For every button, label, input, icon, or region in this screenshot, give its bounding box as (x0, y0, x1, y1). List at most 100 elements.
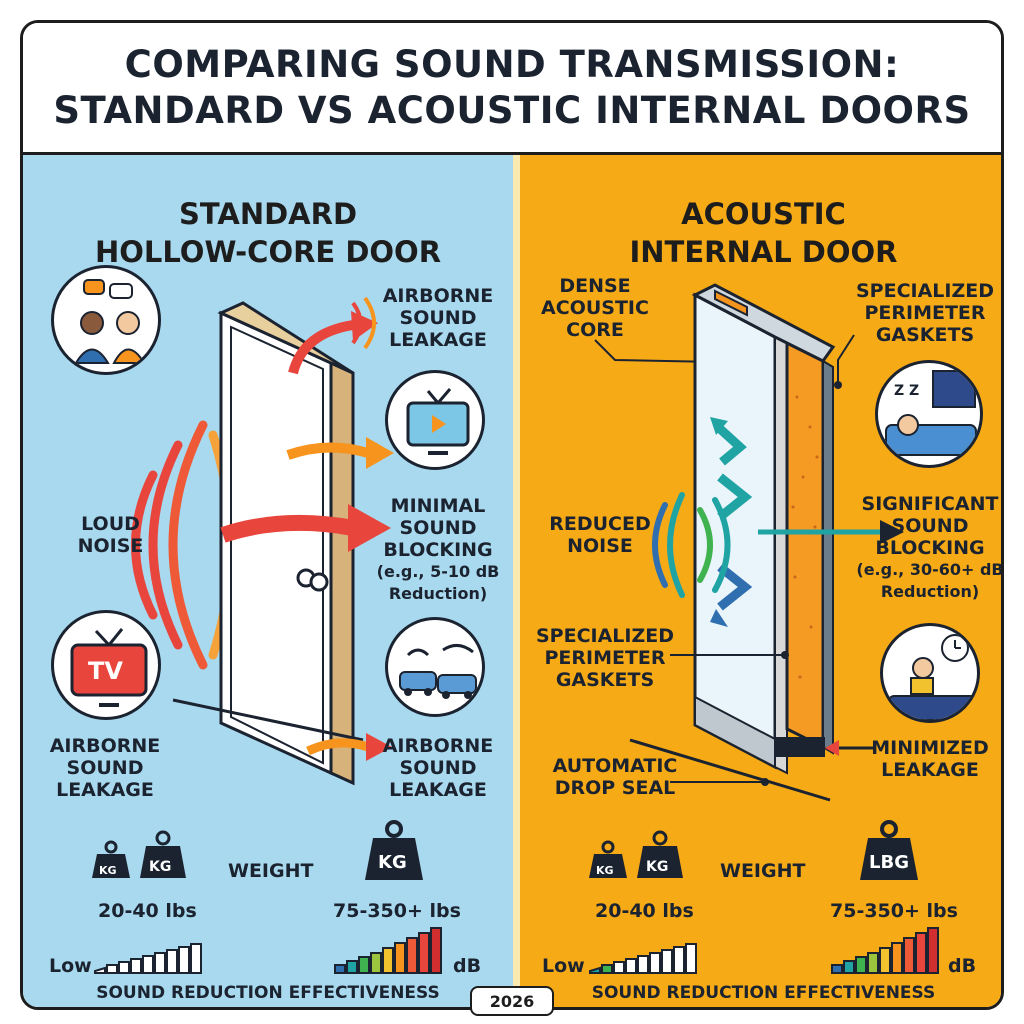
title-line-1: COMPARING SOUND TRANSMISSION: (124, 42, 900, 86)
leak-top-label: AIRBORNE SOUND LEAKAGE (378, 285, 498, 351)
conversation-icon (51, 265, 161, 375)
significant-blocking-line-3: BLOCKING (875, 537, 985, 559)
effectiveness-caption: SOUND REDUCTION EFFECTIVENESS (591, 983, 936, 1003)
weight-mid-text: KG (149, 859, 172, 875)
tv-icon (385, 370, 485, 470)
infographic-frame: COMPARING SOUND TRANSMISSION: STANDARD V… (20, 20, 1004, 1010)
weight-big-text: LBG (869, 852, 909, 873)
tv-noise-icon: TV (51, 610, 161, 720)
low-effectiveness-meter (94, 943, 202, 974)
floor-line (172, 698, 364, 742)
scale-low-label: Low (49, 955, 92, 977)
leak-bottom-line-3: LEAKAGE (389, 779, 487, 801)
weight-mid-icon (140, 830, 186, 878)
standard-heading-line-2: HOLLOW-CORE DOOR (94, 235, 442, 269)
weight-big-icon (860, 820, 918, 880)
title-line-2: STANDARD VS ACOUSTIC INTERNAL DOORS (53, 88, 971, 132)
significant-blocking-line-4: (e.g., 30-60+ dB (856, 560, 1004, 579)
high-effectiveness-meter (831, 927, 939, 974)
weight-label: WEIGHT (720, 860, 806, 882)
minimal-blocking-line-5: Reduction) (388, 584, 488, 603)
minimal-blocking-line-3: BLOCKING (383, 539, 493, 561)
gaskets-top-line-1: SPECIALIZED (855, 280, 994, 302)
internal-deflection-arrows (710, 417, 753, 627)
drop-seal-label: AUTOMATIC DROP SEAL (545, 755, 685, 799)
weight-high-value: 75-350+ lbs (830, 900, 958, 922)
core-line-1: DENSE (559, 275, 631, 297)
gaskets-left-line-2: PERIMETER (544, 647, 666, 669)
sleeping-person-icon: Z Z (875, 360, 983, 468)
weight-small-icon (589, 840, 627, 878)
acoustic-door-panel: ACOUSTIC INTERNAL DOOR DENSE ACOUSTIC CO… (520, 155, 1004, 1007)
minimal-blocking-line-2: SOUND (399, 517, 477, 539)
weight-small-icon (92, 840, 130, 878)
acoustic-heading-line-1: ACOUSTIC (681, 197, 846, 231)
significant-blocking-label: SIGNIFICANT SOUND BLOCKING (e.g., 30-60+… (855, 493, 1004, 603)
gaskets-top-label: SPECIALIZED PERIMETER GASKETS (850, 280, 1000, 346)
drop-seal-line-2: DROP SEAL (554, 777, 676, 799)
leak-bottom-label: AIRBORNE SOUND LEAKAGE (378, 735, 498, 801)
standard-heading: STANDARD HOLLOW-CORE DOOR (23, 195, 513, 271)
loud-noise-label: LOUD NOISE (63, 513, 158, 557)
leak-top-waves (351, 296, 376, 350)
acoustic-door (691, 283, 836, 775)
loud-noise-line-1: LOUD (81, 513, 140, 535)
minimized-line-2: LEAKAGE (881, 759, 979, 781)
loud-noise-line-2: NOISE (77, 535, 144, 557)
acoustic-floor-line (629, 738, 831, 802)
significant-blocking-line-2: SOUND (891, 515, 969, 537)
weight-big-icon (365, 820, 423, 880)
leak-top-line-2: SOUND (399, 307, 477, 329)
minimal-blocking-line-4: (e.g., 5-10 dB (376, 562, 500, 581)
significant-blocking-line-1: SIGNIFICANT (861, 493, 999, 515)
weight-low-value: 20-40 lbs (595, 900, 694, 922)
significant-blocking-line-5: Reduction) (880, 582, 980, 601)
leak-bottom-line-2: SOUND (399, 757, 477, 779)
weight-big-text: KG (378, 852, 407, 873)
reading-person-icon (880, 623, 980, 723)
gaskets-top-leader (834, 334, 855, 389)
minimized-leak-arrow (825, 740, 875, 756)
weight-small-text: KG (99, 864, 117, 877)
low-effectiveness-meter (589, 943, 697, 974)
leak-top-line-1: AIRBORNE (382, 285, 494, 307)
leak-middle-arrow (286, 437, 394, 469)
reduced-noise-waves (652, 492, 731, 598)
leak-bottom-arrow (306, 733, 392, 761)
gaskets-left-leader (670, 651, 789, 659)
core-line-2: ACOUSTIC (541, 297, 649, 319)
sleep-z-text: Z Z (894, 383, 920, 399)
reduced-noise-line-1: REDUCED (549, 513, 651, 535)
leak-left-line-1: AIRBORNE (49, 735, 161, 757)
weight-low-value: 20-40 lbs (98, 900, 197, 922)
title-banner: COMPARING SOUND TRANSMISSION: STANDARD V… (23, 23, 1001, 155)
weight-mid-text: KG (646, 859, 669, 875)
minimized-leak-label: MINIMIZED LEAKAGE (865, 737, 995, 781)
leak-left-label: AIRBORNE SOUND LEAKAGE (45, 735, 165, 801)
minimal-blocking-label: MINIMAL SOUND BLOCKING (e.g., 5-10 dB Re… (373, 495, 503, 605)
standard-door-panel: STANDARD HOLLOW-CORE DOOR LOUD NOISE (23, 155, 513, 1007)
gaskets-left-line-3: GASKETS (555, 669, 655, 691)
reduced-noise-line-2: NOISE (567, 535, 633, 557)
minimal-blocking-arrow (220, 504, 391, 552)
leak-bottom-line-1: AIRBORNE (382, 735, 494, 757)
weight-mid-icon (637, 830, 683, 878)
panel-divider (513, 155, 520, 1007)
reduced-noise-label: REDUCED NOISE (545, 513, 655, 557)
weight-high-value: 75-350+ lbs (333, 900, 461, 922)
core-label: DENSE ACOUSTIC CORE (530, 275, 660, 341)
minimized-line-1: MINIMIZED (871, 737, 989, 759)
leak-top-line-3: LEAKAGE (389, 329, 487, 351)
leak-left-line-2: SOUND (66, 757, 144, 779)
leak-left-line-3: LEAKAGE (56, 779, 154, 801)
gaskets-left-line-1: SPECIALIZED (535, 625, 674, 647)
hollow-core-door (217, 301, 355, 786)
tv-screen-text: TV (88, 657, 123, 685)
scale-low-label: Low (542, 955, 585, 977)
effectiveness-caption: SOUND REDUCTION EFFECTIVENESS (96, 983, 440, 1003)
gaskets-top-line-2: PERIMETER (864, 302, 986, 324)
gaskets-left-label: SPECIALIZED PERIMETER GASKETS (535, 625, 675, 691)
drop-seal-leader (670, 778, 769, 786)
weight-small-text: KG (596, 864, 614, 877)
high-effectiveness-meter (334, 927, 442, 974)
